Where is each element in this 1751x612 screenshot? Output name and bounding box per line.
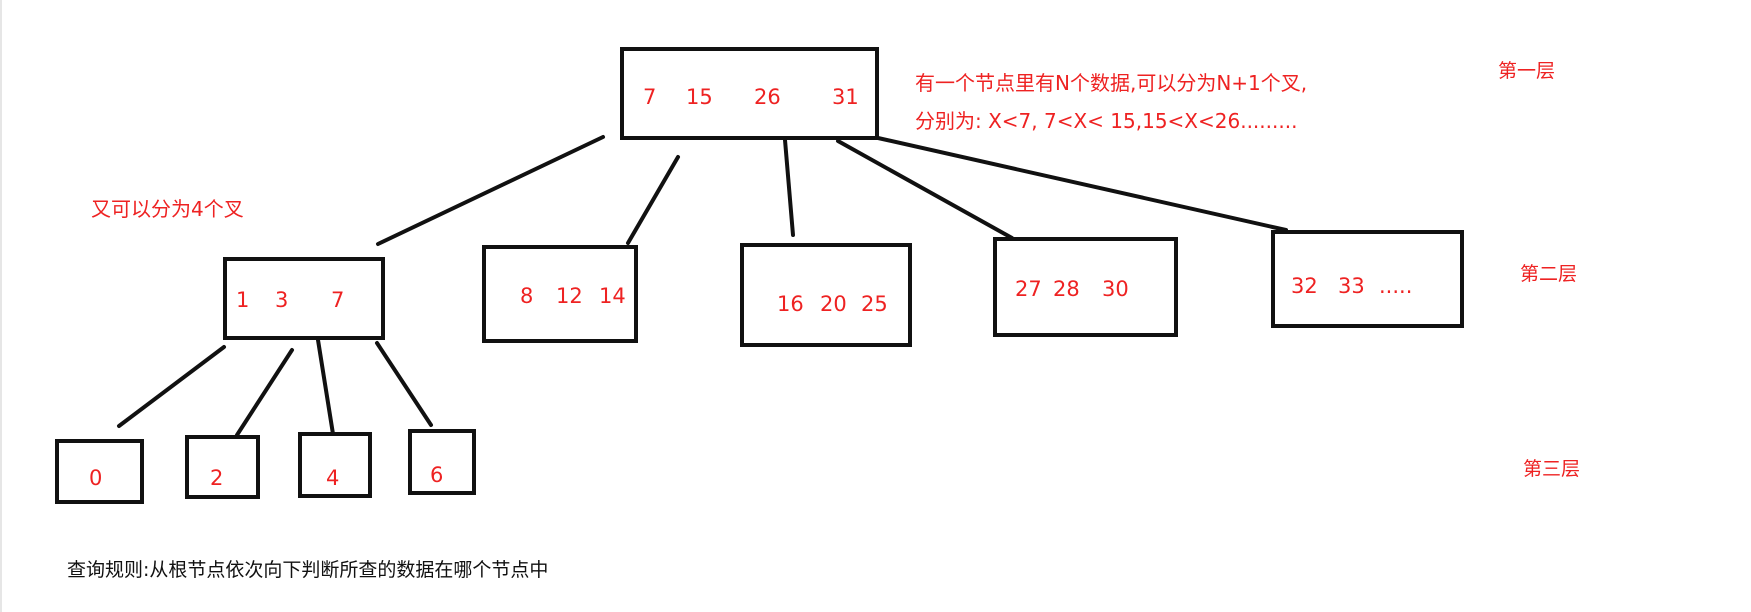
edge-root-to-child-4 <box>836 139 1014 240</box>
level2-node-2-key-2: 12 <box>556 284 583 308</box>
edge-root-to-child-3 <box>783 138 795 237</box>
level2-node-1-key-2: 3 <box>275 288 289 312</box>
level-label-second: 第二层 <box>1520 263 1578 285</box>
edge-root-to-child-2 <box>626 155 680 245</box>
root-key-2: 15 <box>686 85 713 109</box>
level2-node-5 <box>1271 230 1464 328</box>
root-key-4: 31 <box>832 85 859 109</box>
level2-node-4-key-1: 27 <box>1015 277 1042 301</box>
level2-node-1 <box>223 257 385 340</box>
level2-node-1-key-1: 1 <box>236 288 250 312</box>
level2-node-2-key-3: 14 <box>599 284 626 308</box>
level3-node-2 <box>185 435 260 499</box>
root-key-1: 7 <box>643 85 657 109</box>
level2-node-3 <box>740 243 912 347</box>
root-branch-note-line-2: 分别为: X<7, 7<X< 15,15<X<26......... <box>915 109 1298 133</box>
level3-node-1-key-1: 0 <box>89 466 103 490</box>
edge-root-to-child-1 <box>376 135 605 246</box>
edge-child-1-to-leaf-4 <box>375 341 433 427</box>
edge-root-to-child-5 <box>876 136 1288 232</box>
root-node <box>620 47 879 140</box>
level2-node-3-key-1: 16 <box>777 292 804 316</box>
level2-node-4-key-2: 28 <box>1053 277 1080 301</box>
level2-node-4-key-3: 30 <box>1102 277 1129 301</box>
level2-node-5-key-3: ..... <box>1379 274 1413 298</box>
level3-node-4-key-1: 6 <box>430 463 444 487</box>
level3-node-3 <box>298 432 372 498</box>
edge-child-1-to-leaf-1 <box>117 345 226 428</box>
left-border <box>0 0 2 612</box>
level3-node-3-key-1: 4 <box>326 466 340 490</box>
level2-node-3-key-3: 25 <box>861 292 888 316</box>
level-label-first: 第一层 <box>1498 60 1556 82</box>
level2-node-5-key-1: 32 <box>1291 274 1318 298</box>
child-branch-note: 又可以分为4个叉 <box>91 197 244 221</box>
edge-child-1-to-leaf-3 <box>316 338 335 436</box>
root-branch-note-line-1: 有一个节点里有N个数据,可以分为N+1个叉, <box>915 71 1308 95</box>
level2-node-3-key-2: 20 <box>820 292 847 316</box>
level2-node-2-key-1: 8 <box>520 284 534 308</box>
level2-node-5-key-2: 33 <box>1338 274 1365 298</box>
level2-node-4 <box>993 237 1178 337</box>
edge-child-1-to-leaf-2 <box>235 348 294 437</box>
level2-node-2 <box>482 245 638 343</box>
level3-node-4 <box>408 429 476 495</box>
level2-node-1-key-3: 7 <box>331 288 345 312</box>
query-rule-caption: 查询规则:从根节点依次向下判断所查的数据在哪个节点中 <box>67 559 549 581</box>
level3-node-2-key-1: 2 <box>210 466 224 490</box>
root-key-3: 26 <box>754 85 781 109</box>
level3-node-1 <box>55 439 144 504</box>
level-label-third: 第三层 <box>1523 458 1581 480</box>
